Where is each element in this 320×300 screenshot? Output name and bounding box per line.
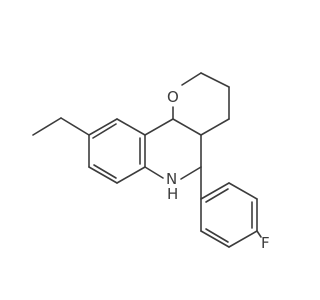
atom-nitrogen: N (166, 170, 177, 188)
atom-oxygen: O (167, 88, 179, 106)
structure-canvas: O N H F (32, 72, 270, 252)
bond-benz-5 (88, 166, 118, 184)
bond-aryl-2 (228, 182, 258, 200)
bond-aryl-4 (228, 230, 258, 248)
bond-benz-2 (116, 118, 146, 136)
bond-pyran-3 (200, 72, 230, 88)
bond-mid-5 (144, 166, 164, 179)
bond-ethyl-ch2 (60, 117, 90, 136)
bond-ethyl-ch3 (32, 117, 62, 136)
bond-pyran-2 (181, 72, 202, 86)
bond-aryl-1 (200, 182, 230, 200)
bond-aryl-5-inner (205, 228, 229, 243)
bond-aryl-5 (200, 230, 230, 248)
bond-benz-5-inner (93, 164, 117, 179)
bond-benz-1 (88, 118, 118, 136)
bond-fluorine (256, 230, 262, 238)
bond-aryl-1-inner (205, 188, 229, 203)
molecule-structure: O N H F (32, 72, 270, 252)
bond-mid-1 (144, 118, 174, 136)
atom-nitrogen-hydrogen: H (167, 185, 178, 203)
bond-mid-2 (172, 118, 202, 136)
atom-fluorine: F (261, 234, 270, 252)
bond-benz-1-inner (92, 123, 117, 139)
bond-benz-4 (116, 166, 146, 184)
bond-pyran-5 (200, 118, 230, 136)
bond-mid-4 (180, 166, 202, 180)
